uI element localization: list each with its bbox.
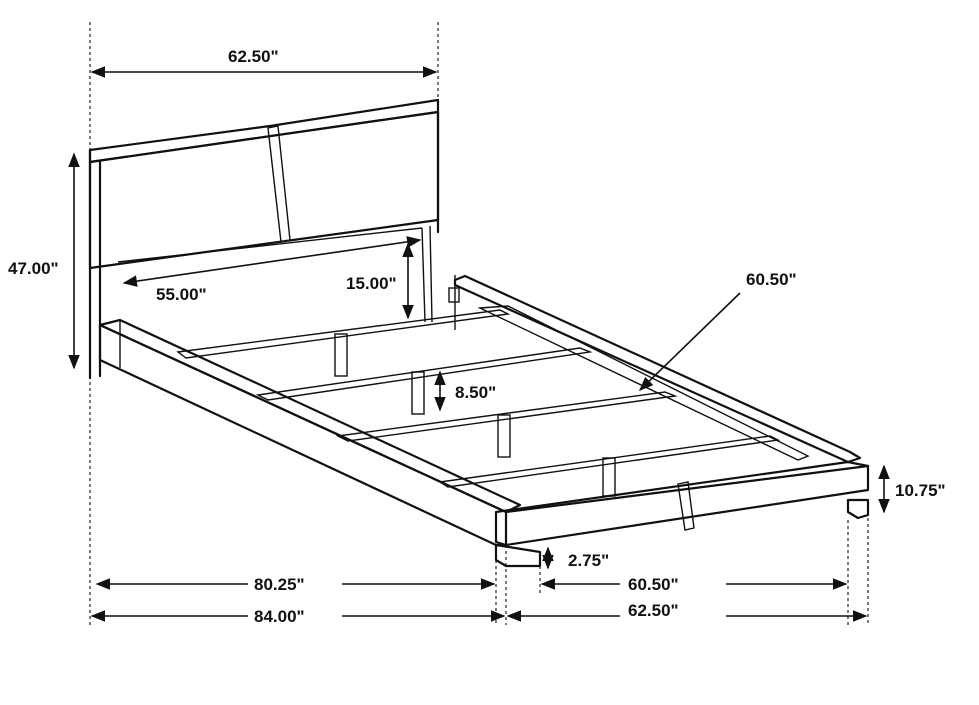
label-slat-span: 60.50" <box>746 270 797 289</box>
slats <box>176 305 810 488</box>
label-inner-width: 55.00" <box>156 285 207 304</box>
dimension-labels: 62.50" 47.00" 55.00" 15.00" 60.50" 8.50"… <box>8 47 946 626</box>
dimension-lines <box>68 66 890 622</box>
label-slat-support-height: 8.50" <box>455 383 496 402</box>
slat-supports <box>334 333 616 497</box>
label-inner-length: 80.25" <box>254 575 305 594</box>
label-total-length: 84.00" <box>254 607 305 626</box>
label-bottom-total-width: 62.50" <box>628 601 679 620</box>
label-headboard-panel-height: 15.00" <box>346 274 397 293</box>
headboard <box>88 98 440 380</box>
label-headboard-width: 62.50" <box>228 47 279 66</box>
bed-frame <box>98 274 870 568</box>
label-total-height: 47.00" <box>8 259 59 278</box>
label-leg-height: 2.75" <box>568 551 609 570</box>
label-bottom-inner-width: 60.50" <box>628 575 679 594</box>
label-footboard-height: 10.75" <box>895 481 946 500</box>
extension-lines <box>89 22 869 625</box>
